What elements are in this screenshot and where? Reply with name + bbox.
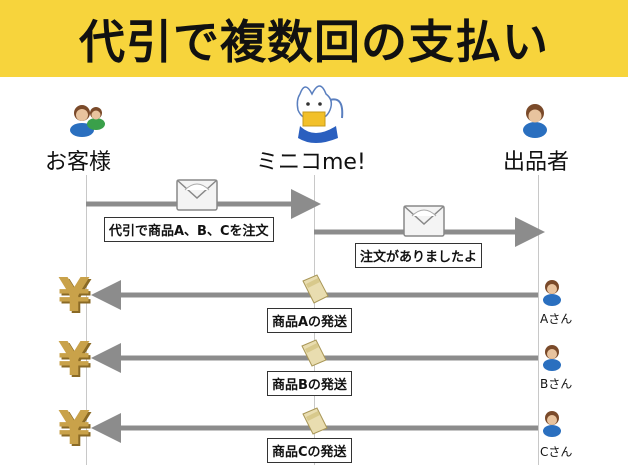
actor-seller-label: 出品者 <box>503 150 570 175</box>
person-icon <box>543 280 561 306</box>
page-title: 代引で複数回の支払い <box>79 14 549 69</box>
message-ship-c: 商品Cの発送 <box>267 438 352 463</box>
envelope-icon <box>403 205 445 237</box>
package-icon <box>302 274 329 304</box>
message-ship-a: 商品Aの発送 <box>267 308 353 333</box>
package-icon <box>301 339 327 367</box>
seller-a-label: Aさん <box>540 312 573 326</box>
person-icon <box>543 345 561 371</box>
cat-reading-icon <box>296 85 344 143</box>
yen-icon: ¥ <box>58 401 91 455</box>
person-pair-icon <box>70 105 105 137</box>
seller-c-label: Cさん <box>540 445 573 459</box>
person-icon <box>523 104 547 138</box>
actor-customer-label: お客様 <box>45 150 112 175</box>
lifeline-seller <box>538 175 539 465</box>
lifeline-customer <box>86 175 87 465</box>
actor-minicome-label: ミニコme! <box>256 150 366 175</box>
yen-icon: ¥ <box>58 332 91 386</box>
message-order-received: 注文がありましたよ <box>355 243 483 268</box>
person-icon <box>543 411 561 437</box>
title-bar: 代引で複数回の支払い <box>0 0 628 77</box>
envelope-icon <box>176 179 218 211</box>
package-icon <box>302 407 328 435</box>
message-ship-b: 商品Bの発送 <box>267 371 352 396</box>
yen-icon: ¥ <box>58 268 91 322</box>
seller-b-label: Bさん <box>540 377 573 391</box>
message-order: 代引で商品A、B、Cを注文 <box>104 217 274 242</box>
